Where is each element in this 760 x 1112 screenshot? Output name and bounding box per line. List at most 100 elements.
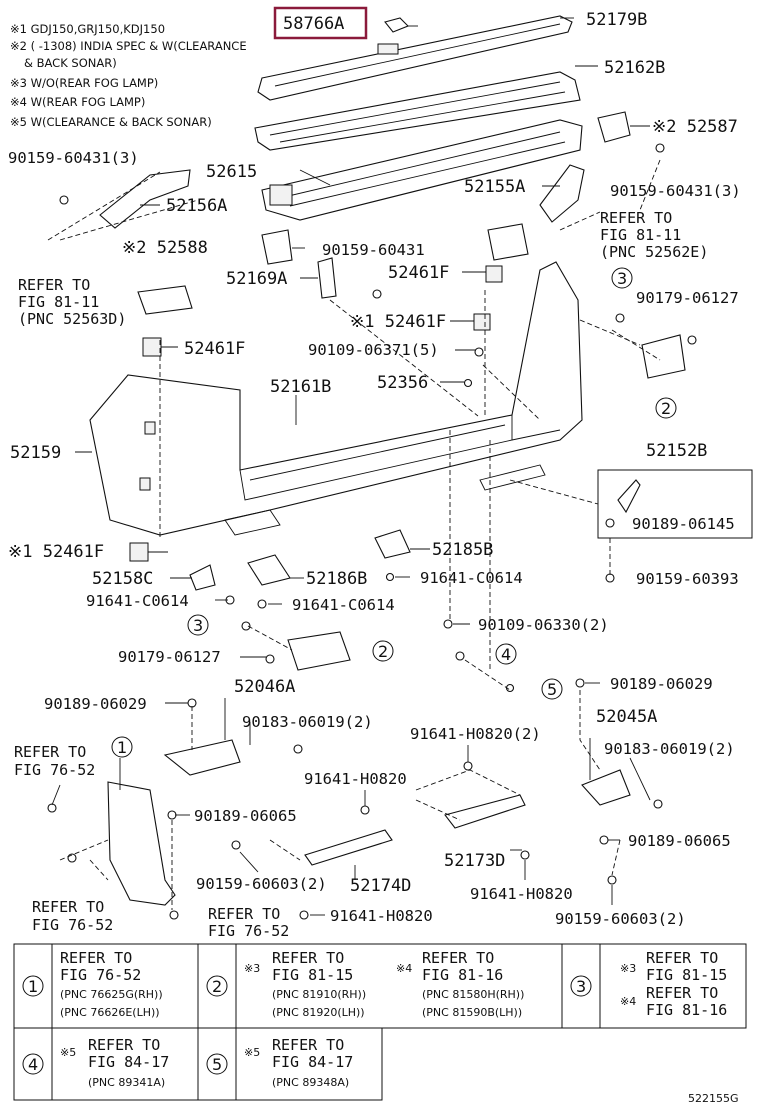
label-58766a[interactable]: 58766A — [283, 14, 344, 34]
label-91641-c0614-b[interactable]: 91641-C0614 — [86, 592, 189, 610]
label-90189-06029-left[interactable]: 90189-06029 — [44, 695, 147, 713]
label-52159[interactable]: 52159 — [10, 443, 61, 463]
label-52587[interactable]: ※2 52587 — [652, 117, 738, 137]
label-90183-06019-2-a[interactable]: 90183-06019(2) — [242, 713, 373, 731]
callout-3-b[interactable]: 3 — [193, 616, 203, 635]
note-2b: & BACK SONAR) — [24, 56, 117, 70]
table-5-line2[interactable]: FIG 84-17 — [272, 1053, 353, 1071]
refer-81-11-left-l1: REFER TO — [18, 276, 90, 294]
callout-3-a[interactable]: 3 — [617, 269, 627, 288]
label-90109-06371-5[interactable]: 90109-06371(5) — [308, 341, 439, 359]
label-52162b[interactable]: 52162B — [604, 58, 665, 78]
note-2: ※2 ( -1308) INDIA SPEC & W(CLEARANCE — [10, 39, 247, 53]
label-90179-06127-b[interactable]: 90179-06127 — [118, 648, 221, 666]
retainer-52045a-drawing — [581, 769, 631, 806]
table-circle-2: 2 — [212, 977, 222, 996]
note-4: ※4 W(REAR FOG LAMP) — [10, 95, 145, 109]
callout-5-a[interactable]: 5 — [547, 680, 557, 699]
note-5: ※5 W(CLEARANCE & BACK SONAR) — [10, 115, 212, 129]
label-90183-06019-2-b[interactable]: 90183-06019(2) — [604, 740, 735, 758]
reference-table: 1 REFER TO FIG 76-52 (PNC 76625G(RH)) (P… — [13, 943, 747, 1101]
table-3a-line2[interactable]: FIG 81-15 — [646, 966, 727, 984]
label-52045a[interactable]: 52045A — [596, 707, 657, 727]
label-52186b[interactable]: 52186B — [306, 569, 367, 589]
notes-block: ※1 GDJ150,GRJ150,KDJ150 ※2 ( -1308) INDI… — [10, 22, 247, 129]
table-1-line2[interactable]: FIG 76-52 — [60, 966, 141, 984]
table-3b-mark: ※4 — [620, 995, 636, 1008]
refer-81-11-right-l2[interactable]: FIG 81-11 — [600, 226, 681, 244]
table-3b-line1: REFER TO — [646, 984, 718, 1002]
refer-76-52-a-l2[interactable]: FIG 76-52 — [14, 761, 95, 779]
label-52173d[interactable]: 52173D — [444, 851, 505, 871]
label-90109-06330-2[interactable]: 90109-06330(2) — [478, 616, 609, 634]
part-52587-drawing — [597, 111, 631, 143]
callout-2-a[interactable]: 2 — [661, 399, 671, 418]
label-52161b[interactable]: 52161B — [270, 377, 331, 397]
label-91641-c0614-a[interactable]: 91641-C0614 — [420, 569, 523, 587]
label-52461f-d[interactable]: ※1 52461F — [8, 542, 104, 562]
table-2b-line2[interactable]: FIG 81-16 — [422, 966, 503, 984]
label-90179-06127-a[interactable]: 90179-06127 — [636, 289, 739, 307]
table-1-pnc2: (PNC 76626E(LH)) — [60, 1006, 160, 1019]
bracket-52186b-drawing — [247, 554, 291, 586]
callout-circle-2-a — [655, 397, 677, 419]
part-labels: 58766A 52179B 52162B ※2 52587 90159-6043… — [8, 6, 741, 940]
label-91641-h0820-b[interactable]: 91641-H0820 — [470, 885, 573, 903]
label-52356[interactable]: 52356 — [377, 373, 428, 393]
label-52461f-a[interactable]: 52461F — [388, 263, 449, 283]
refer-76-52-b-l2[interactable]: FIG 76-52 — [32, 916, 113, 934]
refer-76-52-b-l1: REFER TO — [32, 898, 104, 916]
label-52179b[interactable]: 52179B — [586, 10, 647, 30]
label-90159-60431[interactable]: 90159-60431 — [322, 241, 425, 259]
table-4-line1: REFER TO — [88, 1036, 160, 1054]
label-90159-60393[interactable]: 90159-60393 — [636, 570, 739, 588]
refer-76-52-c-l2[interactable]: FIG 76-52 — [208, 922, 289, 940]
mudguard-drawing — [107, 781, 176, 906]
label-91641-h0820-a[interactable]: 91641-H0820 — [304, 770, 407, 788]
refer-81-11-right-l1: REFER TO — [600, 209, 672, 227]
label-52615[interactable]: 52615 — [206, 162, 257, 182]
label-52155a[interactable]: 52155A — [464, 177, 525, 197]
label-90159-60431-3-left[interactable]: 90159-60431(3) — [8, 149, 139, 167]
callout-2-b[interactable]: 2 — [378, 642, 388, 661]
callout-4-a[interactable]: 4 — [501, 645, 511, 664]
label-90189-06145[interactable]: 90189-06145 — [632, 515, 735, 533]
part-52615-drawing — [261, 119, 583, 221]
callout-1-a[interactable]: 1 — [117, 738, 127, 757]
label-90189-06065-right[interactable]: 90189-06065 — [628, 832, 731, 850]
label-90159-60431-3-right[interactable]: 90159-60431(3) — [610, 182, 741, 200]
label-52185b[interactable]: 52185B — [432, 540, 493, 560]
label-90189-06065-left[interactable]: 90189-06065 — [194, 807, 297, 825]
label-52169a[interactable]: 52169A — [226, 269, 287, 289]
callout-circle-1-a — [111, 736, 133, 758]
label-52174d[interactable]: 52174D — [350, 876, 411, 896]
part-52588-drawing — [261, 229, 293, 265]
label-52152b[interactable]: 52152B — [646, 441, 707, 461]
highlight-58766a — [273, 6, 368, 40]
table-2a-line2[interactable]: FIG 81-15 — [272, 966, 353, 984]
part-52162b-drawing — [254, 71, 581, 151]
table-1-line1: REFER TO — [60, 949, 132, 967]
table-4-mark: ※5 — [60, 1046, 76, 1059]
cover-52174d-drawing — [304, 829, 393, 866]
label-52588[interactable]: ※2 52588 — [122, 238, 208, 258]
label-52046a[interactable]: 52046A — [234, 677, 295, 697]
part-52179b-drawing — [257, 15, 573, 101]
table-2a-pnc1: (PNC 81910(RH)) — [272, 988, 366, 1001]
label-52461f-c[interactable]: 52461F — [184, 339, 245, 359]
refer-81-11-left-l2[interactable]: FIG 81-11 — [18, 293, 99, 311]
part-52563d-drawing — [137, 285, 193, 315]
table-4-line2[interactable]: FIG 84-17 — [88, 1053, 169, 1071]
label-52158c[interactable]: 52158C — [92, 569, 153, 589]
part-52562e-drawing — [487, 223, 529, 261]
label-91641-h0820-2[interactable]: 91641-H0820(2) — [410, 725, 541, 743]
table-3b-line2[interactable]: FIG 81-16 — [646, 1001, 727, 1019]
label-52461f-b[interactable]: ※1 52461F — [350, 312, 446, 332]
label-90159-60603-2-right[interactable]: 90159-60603(2) — [555, 910, 686, 928]
label-91641-h0820-c[interactable]: 91641-H0820 — [330, 907, 433, 925]
label-90189-06029-right[interactable]: 90189-06029 — [610, 675, 713, 693]
label-91641-c0614-c[interactable]: 91641-C0614 — [292, 596, 395, 614]
label-90159-60603-2-left[interactable]: 90159-60603(2) — [196, 875, 327, 893]
label-52156a[interactable]: 52156A — [166, 196, 227, 216]
part-52155a-drawing — [539, 164, 585, 223]
